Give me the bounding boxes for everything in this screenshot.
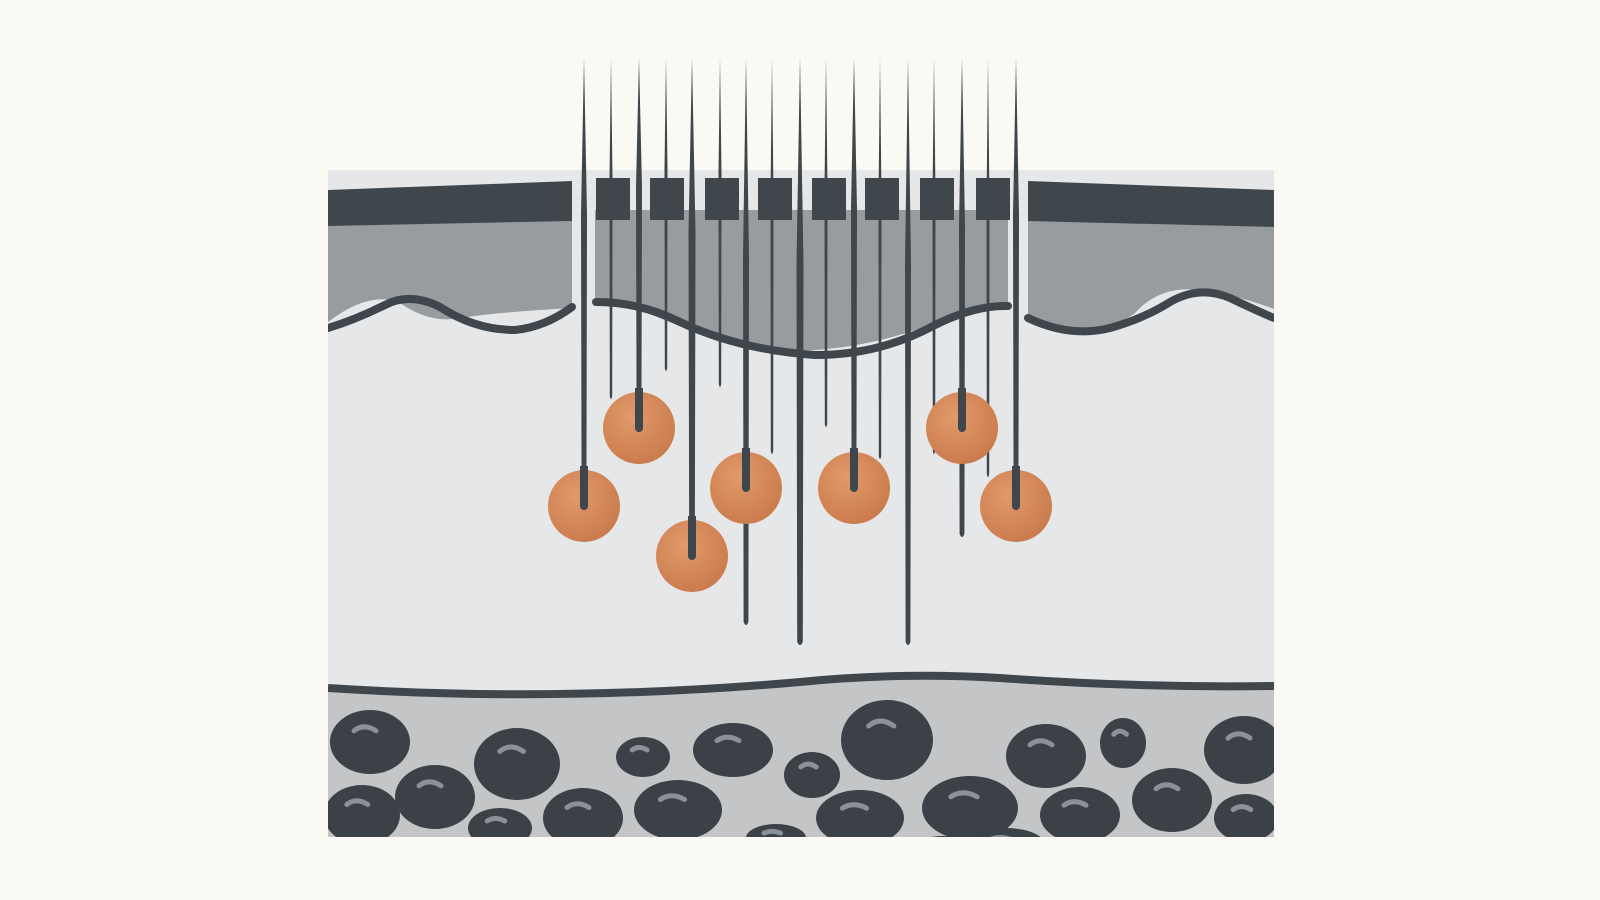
skin-surface-band-left [328,181,572,226]
fat-cell [468,808,532,837]
microneedle [609,58,613,399]
fat-cell [395,765,475,829]
microneedle [796,58,804,645]
surface-band-segment [758,178,792,220]
dermal-epidermal-junction-middle [592,298,1012,360]
energy-deposit [548,466,620,542]
fat-cells-group [328,700,1274,837]
surface-band-segment [976,178,1010,220]
fat-cell [616,737,670,777]
energy-deposit [656,516,728,592]
fat-cell [746,824,806,837]
epidermis-layer-right [1028,207,1274,328]
surface-band-segment [920,178,954,220]
skin-surface-band-segments [596,178,1010,220]
microneedle [664,58,668,371]
fat-cell [330,710,410,774]
dermal-epidermal-junction-left [328,295,576,335]
energy-deposit [980,466,1052,542]
dermal-epidermal-junction-right [1024,288,1274,336]
fat-cell [1204,716,1274,784]
fat-cell [784,752,840,798]
microneedle [932,58,936,454]
surface-band-segment [812,178,846,220]
skin-surface-band-right [1028,181,1274,227]
fat-cell [328,785,400,837]
fat-cell [693,723,773,777]
microneedle [581,58,587,505]
fat-cell [930,836,956,837]
energy-deposit [818,448,890,524]
fat-cell [1214,794,1274,837]
fat-cell [971,828,1041,837]
fat-cell [1132,768,1212,832]
energy-deposit [603,388,675,464]
energy-deposit [710,448,782,524]
fat-cell [543,788,623,837]
microneedle [636,58,642,427]
microneedle [878,58,882,459]
epidermis-layer [328,207,572,322]
energy-deposit [926,388,998,464]
fat-cell [474,728,560,800]
energy-deposits-group [548,388,1052,592]
microneedle [718,58,722,387]
microneedle [743,58,749,625]
dermis-fat-boundary [328,671,1274,699]
fat-cell [1006,724,1086,788]
fat-cell [1100,718,1146,768]
surface-band-segment [865,178,899,220]
microneedle [770,58,774,454]
microneedle [1013,58,1019,505]
microneedle [851,58,857,487]
microneedle [986,58,990,477]
microneedle [905,58,911,645]
microneedle [824,58,828,427]
microneedle [959,58,965,537]
microneedle [688,58,696,555]
surface-band-segment [705,178,739,220]
fat-cell [816,790,904,837]
fat-cell [922,776,1018,837]
fat-cell [634,780,722,837]
fat-cell [841,700,933,780]
surface-band-segment [596,178,630,220]
fat-cell [1040,787,1120,837]
